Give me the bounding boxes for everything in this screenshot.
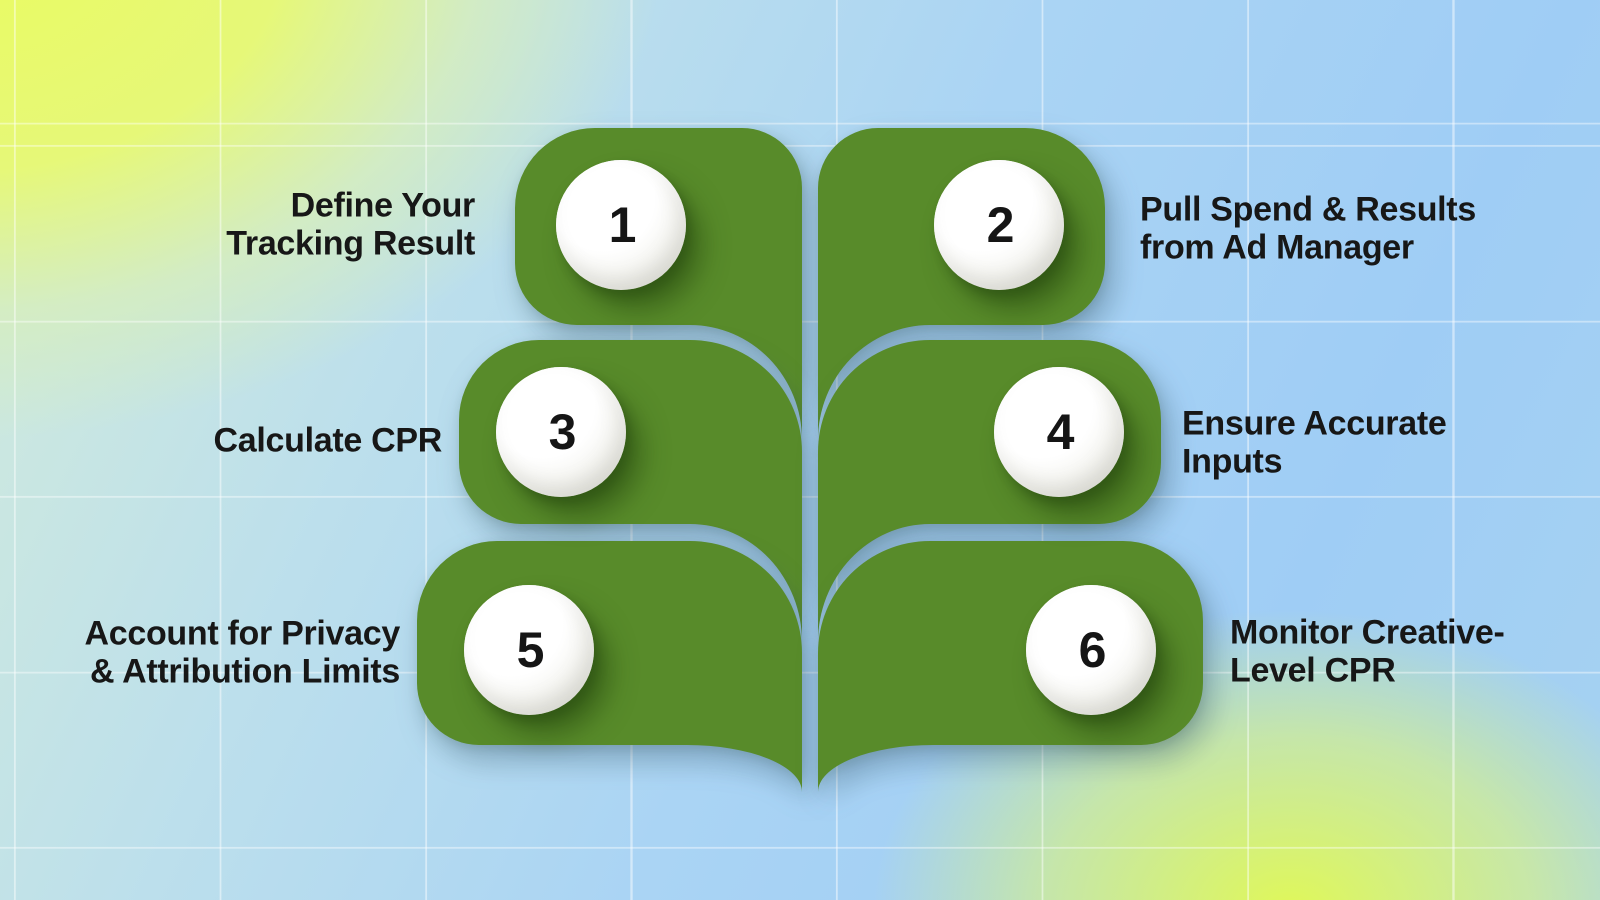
step-number-sphere-5: 5 [464,585,594,715]
step-label-4: Ensure Accurate Inputs [1182,404,1447,480]
step-number-1: 1 [608,197,637,253]
step-number-3: 3 [548,404,577,460]
step-number-sphere-6: 6 [1026,585,1156,715]
step-label-6: Monitor Creative- Level CPR [1230,613,1505,689]
step-number-sphere-2: 2 [934,160,1064,290]
step-label-3: Calculate CPR [213,421,442,460]
step-number-6: 6 [1078,622,1107,678]
step-number-sphere-3: 3 [496,367,626,497]
step-label-5: Account for Privacy & Attribution Limits [84,614,400,690]
step-label-2: Pull Spend & Results from Ad Manager [1140,190,1476,266]
step-number-5: 5 [516,622,545,678]
step-number-4: 4 [1046,404,1075,460]
step-number-sphere-1: 1 [556,160,686,290]
step-label-1: Define Your Tracking Result [226,186,475,262]
step-number-sphere-4: 4 [994,367,1124,497]
step-number-2: 2 [986,197,1015,253]
